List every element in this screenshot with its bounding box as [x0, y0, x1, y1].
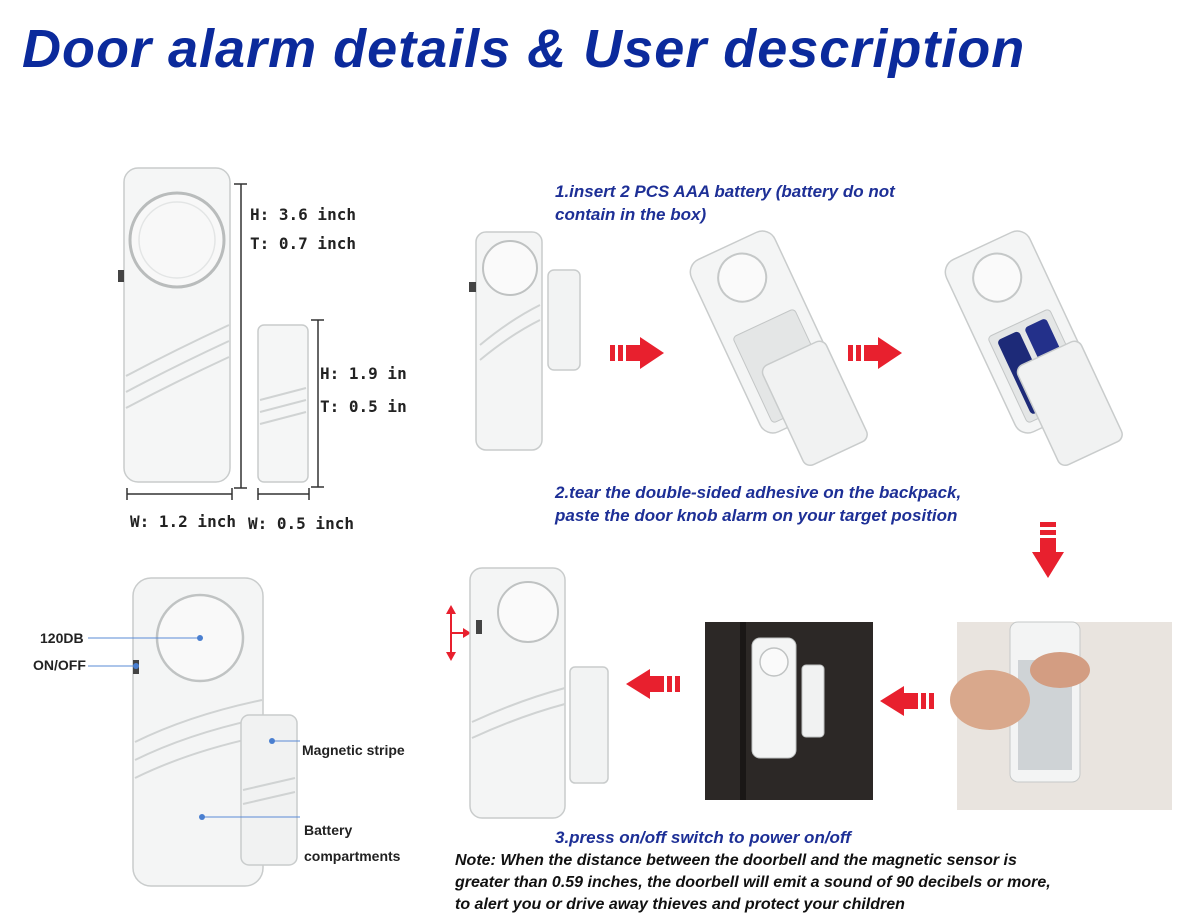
side-switch: [118, 270, 124, 282]
main-width-label: W: 1.2 inch: [130, 512, 236, 531]
arrow-right-icon: [848, 337, 902, 369]
sensor-width-label: W: 0.5 inch: [248, 514, 354, 533]
sensor-thickness-label: T: 0.5 in: [320, 397, 407, 416]
magnet-label: Magnetic stripe: [302, 742, 405, 758]
sensor-height-label: H: 1.9 in: [320, 364, 407, 383]
toggle-arrows-icon: [446, 605, 471, 661]
arrow-left-icon: [626, 669, 680, 699]
arrow-right-icon: [610, 337, 664, 369]
siren-circle: [128, 191, 226, 289]
step2-text: 2.tear the double-sided adhesive on the …: [555, 483, 962, 525]
battery-label-1: Battery: [304, 822, 353, 838]
main-height-label: H: 3.6 inch: [250, 205, 356, 224]
main-thickness-label: T: 0.7 inch: [250, 234, 356, 253]
page-title: Door alarm details & User description: [22, 19, 1026, 79]
volume-label: 120DB: [40, 630, 84, 646]
main-unit-front: [123, 167, 231, 483]
step3-text: 3.press on/off switch to power on/off: [555, 828, 851, 847]
switch-label: ON/OFF: [33, 657, 86, 673]
note-text: Note: When the distance between the door…: [455, 852, 1051, 913]
arrow-down-icon: [1032, 522, 1064, 578]
battery-label-2: compartments: [304, 848, 401, 864]
step1-text: 1.insert 2 PCS AAA battery (battery do n…: [555, 182, 895, 224]
arrow-left-icon: [880, 686, 934, 716]
sensor-front: [257, 324, 309, 483]
